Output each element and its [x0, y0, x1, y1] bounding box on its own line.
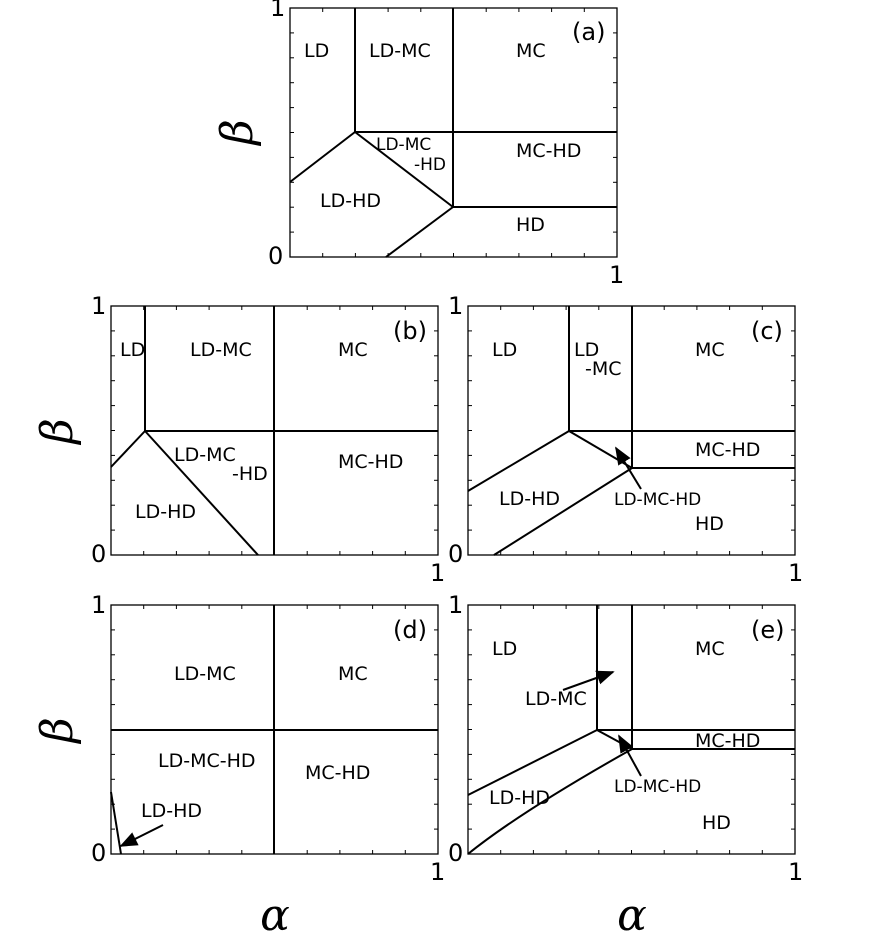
panel-a: 1 0 1 (a) LD LD-MC MC LD-MC -HD MC-HD LD…	[212, 0, 624, 289]
panel-c-region-ld: LD	[492, 339, 517, 361]
panel-a-region-ld-mc-hd-line1: LD-MC	[376, 135, 431, 155]
panel-a-ymin-tick: 0	[268, 242, 283, 270]
panel-e-boundaries	[467, 605, 795, 855]
panel-b-region-mc: MC	[338, 339, 368, 361]
panel-c-ymax-tick: 1	[448, 292, 463, 320]
panel-b-ylabel: β	[32, 418, 83, 445]
panel-c-label: (c)	[751, 317, 783, 345]
panel-b-region-mc-hd: MC-HD	[338, 451, 403, 473]
panel-c-region-hd: HD	[695, 513, 724, 535]
panel-e-region-ld-mc-hd: LD-MC-HD	[614, 777, 701, 797]
panel-e-ymin-tick: 0	[448, 839, 463, 867]
panel-b-region-ld-mc: LD-MC	[190, 339, 252, 361]
panel-d-region-mc-hd: MC-HD	[305, 762, 370, 784]
panel-e-ld-mc-pointer-arrow	[562, 670, 615, 691]
panel-a-region-ld: LD	[304, 40, 329, 62]
panel-d-ymax-tick: 1	[91, 591, 106, 619]
panel-d-xmax-tick: 1	[430, 858, 445, 886]
panel-c-pointer-arrow	[615, 446, 642, 490]
panel-a-region-ld-mc-hd-line2: -HD	[414, 155, 446, 175]
panel-e-region-ld-hd: LD-HD	[489, 787, 550, 809]
panel-c-region-mc-hd: MC-HD	[695, 439, 760, 461]
panel-a-ylabel: β	[212, 119, 263, 146]
panel-b-region-ld-mc-hd-line2: -HD	[232, 463, 268, 485]
panel-c-xmax-tick: 1	[788, 559, 803, 587]
panel-d-region-ld-hd: LD-HD	[141, 800, 202, 822]
panel-b-label: (b)	[393, 317, 427, 345]
panel-a-region-hd: HD	[516, 214, 545, 236]
panel-b-ymax-tick: 1	[91, 292, 106, 320]
panel-a-xmax-tick: 1	[609, 261, 624, 289]
panel-a-ticks	[290, 8, 617, 257]
panel-c-region-ld-hd: LD-HD	[499, 488, 560, 510]
panel-b-region-ld: LD	[120, 339, 145, 361]
panel-c-region-ld-mc-hd: LD-MC-HD	[614, 490, 701, 510]
panel-d-region-ld-mc-hd: LD-MC-HD	[158, 750, 256, 772]
panel-d-ylabel: β	[32, 717, 83, 744]
panel-c-boundaries	[467, 306, 795, 556]
panel-b-region-ld-mc-hd-line1: LD-MC	[174, 444, 236, 466]
panel-e-region-mc: MC	[695, 638, 725, 660]
panel-d-ticks	[111, 605, 438, 854]
panel-e-region-mc-hd: MC-HD	[695, 730, 760, 752]
panel-d-xlabel: α	[260, 890, 290, 938]
panel-a-region-mc: MC	[516, 40, 546, 62]
panel-e-xmax-tick: 1	[788, 858, 803, 886]
panel-e-ymax-tick: 1	[448, 591, 463, 619]
panel-a-boundaries	[289, 8, 617, 258]
panel-a-region-ld-mc: LD-MC	[369, 40, 431, 62]
panel-e-label: (e)	[751, 616, 785, 644]
panel-d-ymin-tick: 0	[91, 839, 106, 867]
panel-a-label: (a)	[572, 18, 605, 46]
panel-b: 1 0 1 (b) LD LD-MC MC LD-MC -HD MC-HD LD…	[32, 292, 445, 587]
panel-e-region-ld-mc: LD-MC	[525, 688, 587, 710]
panel-d-boundaries	[110, 605, 438, 855]
panel-b-boundaries	[110, 306, 438, 556]
panel-e-xlabel: α	[617, 890, 647, 938]
panel-d-region-ld-mc: LD-MC	[174, 663, 236, 685]
panel-c-ymin-tick: 0	[448, 540, 463, 568]
panel-c-region-ld-mc-line2: -MC	[585, 358, 622, 380]
panel-a-region-mc-hd: MC-HD	[516, 140, 581, 162]
panel-a-ymax-tick: 1	[270, 0, 285, 22]
panel-e-region-ld: LD	[492, 638, 517, 660]
panel-e: 1 0 1 (e) LD MC LD-MC MC-HD LD-HD LD-MC-…	[448, 591, 803, 938]
panel-d-label: (d)	[393, 616, 427, 644]
panel-b-region-ld-hd: LD-HD	[135, 501, 196, 523]
panel-e-region-hd: HD	[702, 812, 731, 834]
panel-c-region-ld-mc-line1: LD	[574, 339, 599, 361]
panel-a-region-ld-hd: LD-HD	[320, 190, 381, 212]
panel-b-ymin-tick: 0	[91, 540, 106, 568]
panel-c-region-mc: MC	[695, 339, 725, 361]
panel-d-pointer-arrow	[119, 824, 164, 847]
panel-c: 1 0 1 (c) LD LD -MC MC MC-HD LD-HD LD-MC…	[448, 292, 803, 587]
panel-b-xmax-tick: 1	[430, 559, 445, 587]
panel-e-ticks	[468, 605, 795, 854]
panel-e-ld-mc-hd-pointer-arrow	[618, 734, 642, 777]
panel-d-region-mc: MC	[338, 663, 368, 685]
panel-d: 1 0 1 (d) LD-MC MC LD-MC-HD MC-HD LD-HD …	[32, 591, 445, 938]
